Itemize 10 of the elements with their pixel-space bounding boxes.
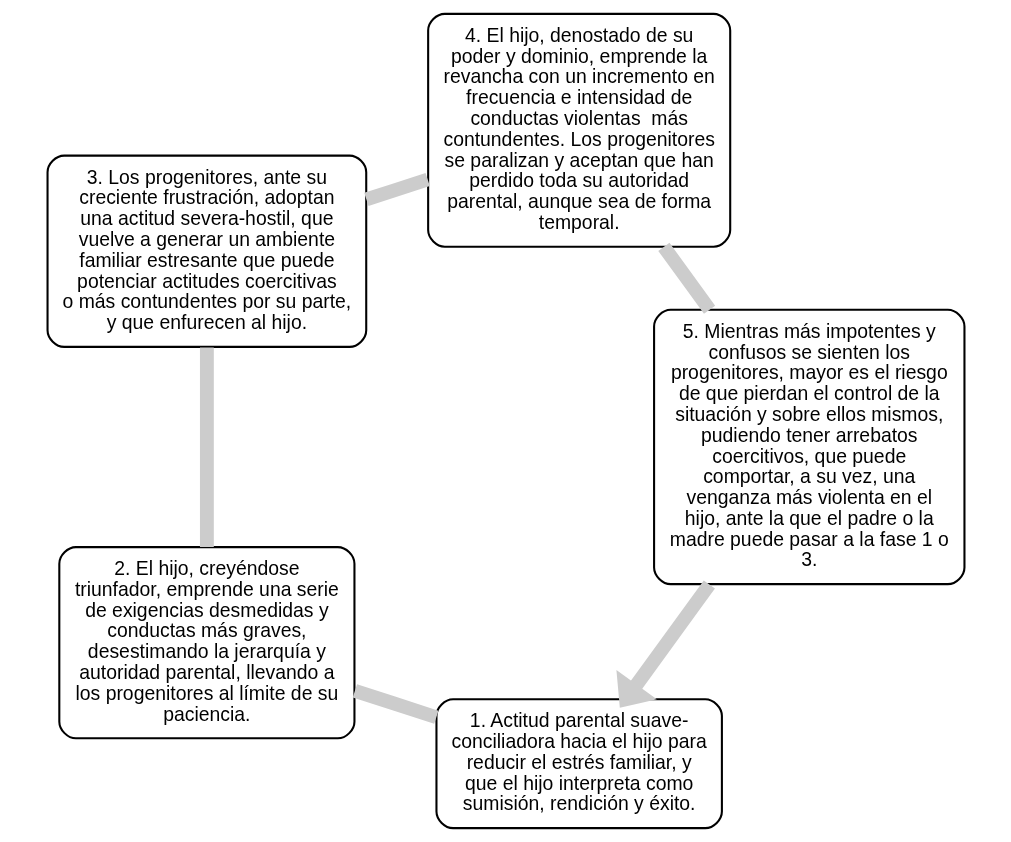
node-box: 3. Los progenitores, ante su creciente frustración, adoptan una actitud severa-hostil, que vuelve a generar un ambiente familiar estresante que puede potenciar actitudes coercitivas o más contundentes por su parte, y que enfurecen al hijo.: [46, 154, 367, 348]
node-box: 5. Mientras más impotentes y confusos se sienten los progenitores, mayor es el riesgo de que pierdan el control de la situación y sobre ellos mismos, pudiendo tener arrebatos coercitivos, que puede comportar, a su vez, una venganza más violenta en el hijo, ante la que el padre o la madre puede pasar a la fase 1 o 3.: [652, 308, 965, 586]
node-box: 4. El hijo, denostado de su poder y dominio, emprende la revancha con un incremento en frecuencia e intensidad de conductas violentas más contundentes. Los progenitores se paralizan y aceptan que han perdido toda su autoridad parental, aunque sea de forma temporal.: [426, 12, 731, 248]
connector: [352, 684, 438, 724]
arrow: [615, 580, 715, 708]
node-box: 1. Actitud parental suave-conciliadora hacia el hijo para reducir el estrés familiar, y que el hijo interpreta como sumisión, rendición y éxito.: [434, 698, 723, 830]
connector: [363, 172, 430, 206]
connector: [657, 242, 715, 314]
node-box: 2. El hijo, creyéndose triunfador, emprende una serie de exigencias desmedidas y conductas más graves, desestimando la jerarquía y autoridad parental, llevando a los progenitores al límite de su paciencia.: [57, 546, 355, 740]
connector: [199, 347, 214, 547]
